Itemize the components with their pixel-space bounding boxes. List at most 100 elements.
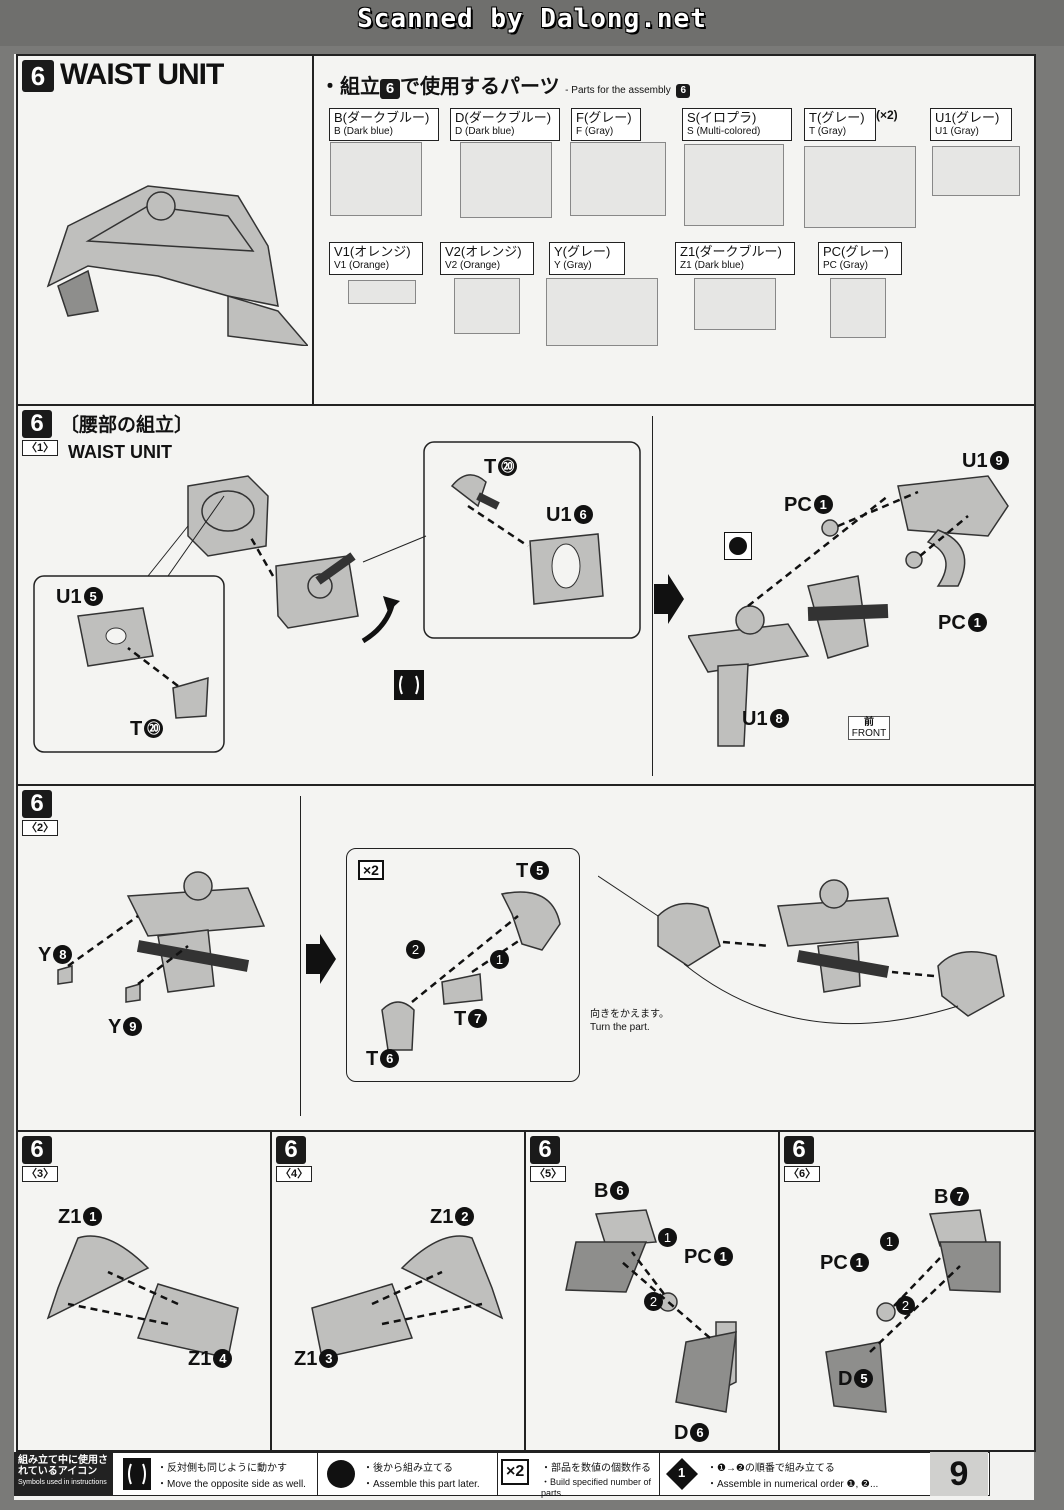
- part-label-Z1: Z1(ダークブルー)Z1 (Dark blue): [675, 242, 795, 275]
- step-2-diagram-left: [57, 871, 266, 1003]
- runner-V2: [454, 278, 520, 334]
- assemble-later-icon: [724, 532, 752, 560]
- step-1-number: 6: [22, 410, 52, 438]
- part-label-T: T(グレー)T (Gray): [804, 108, 876, 141]
- step-5-order-2: 2: [644, 1292, 663, 1311]
- step-2-sub: 〈2〉: [22, 820, 59, 836]
- step-3-sub: 〈3〉: [22, 1166, 59, 1182]
- assemble-later-legend-icon: [327, 1460, 355, 1488]
- step-2-subassembly-box: [346, 848, 580, 1082]
- move-opposite-icon: [394, 670, 424, 700]
- legend-move-opposite: ・反対側も同じように動かす ・Move the opposite side as…: [113, 1453, 318, 1495]
- step-3-diagram: [46, 1235, 239, 1359]
- order-legend-icon: [666, 1458, 698, 1490]
- part-label-V2: V2(オレンジ)V2 (Orange): [440, 242, 534, 275]
- step-4-sub: 〈4〉: [276, 1166, 313, 1182]
- step-5-sub: 〈5〉: [530, 1166, 567, 1182]
- step-2-transition-arrow: [306, 934, 336, 984]
- step-6-order-1: 1: [880, 1232, 899, 1251]
- order-2-marker: 2: [406, 940, 425, 959]
- legend-build-multiple: ×2 ・部品を数値の個数作る ・Build specified number o…: [497, 1453, 660, 1498]
- turn-part-note: 向きをかえます。Turn the part.: [590, 1009, 669, 1033]
- times-two-legend-icon: ×2: [501, 1459, 530, 1485]
- runner-Z1: [694, 278, 776, 330]
- runner-F: [570, 142, 666, 216]
- parts-heading-jp: ・組立: [320, 76, 380, 98]
- step-6-diagram: [825, 1209, 1001, 1413]
- header-left-panel: 6 WAIST UNIT: [18, 56, 314, 404]
- step-6-order-2: 2: [896, 1296, 915, 1315]
- step-5-diagram: [565, 1209, 737, 1413]
- legend-assemble-later: ・後から組み立てる ・Assemble this part later.: [317, 1453, 498, 1495]
- step-4-diagram: [311, 1235, 504, 1359]
- step-1-title-jp: 〔腰部の組立〕: [60, 415, 194, 436]
- symbol-legend: 組み立て中に使用されているアイコン Symbols used in instru…: [14, 1452, 990, 1498]
- parts-heading-jp2: で使用するパーツ: [400, 76, 560, 98]
- runner-S: [684, 144, 784, 226]
- runner-V1: [348, 280, 416, 304]
- step-6-sub: 〈6〉: [784, 1166, 821, 1182]
- header-title: WAIST UNIT: [60, 58, 224, 91]
- legend-title-cell: 組み立て中に使用されているアイコン Symbols used in instru…: [15, 1453, 113, 1495]
- runner-T: [804, 146, 916, 228]
- scan-banner-bar: [0, 0, 1064, 46]
- step-2-divider: [300, 796, 301, 1116]
- parts-heading-step: 6: [380, 79, 400, 99]
- part-label-V1: V1(オレンジ)V1 (Orange): [329, 242, 423, 275]
- step-1-divider: [652, 416, 653, 776]
- step-1-transition-arrow: [654, 574, 684, 624]
- legend-numerical-order: 1 ・❶→❷の順番で組み立てる ・Assemble in numerical o…: [659, 1453, 929, 1495]
- runner-Y: [546, 278, 658, 346]
- move-opposite-legend-icon: [123, 1458, 151, 1490]
- runner-PC: [830, 278, 886, 338]
- part-label-U1: U1(グレー)U1 (Gray): [930, 108, 1012, 141]
- step-1-sub: 〈1〉: [22, 440, 59, 456]
- step-2-subassembly-diagram: [381, 891, 561, 1051]
- step-1-title-en: WAIST UNIT: [68, 442, 172, 462]
- part-label-B: B(ダークブルー)B (Dark blue): [329, 108, 439, 141]
- part-label-F: F(グレー)F (Gray): [571, 108, 641, 141]
- step-1-diagram-left: [33, 441, 641, 753]
- waist-unit-illustration: [46, 185, 308, 346]
- part-label-PC: PC(グレー)PC (Gray): [818, 242, 902, 275]
- scan-banner: Scanned by Dalong.net: [357, 4, 707, 34]
- page-number: 9: [930, 1452, 988, 1496]
- step-5-order-1: 1: [658, 1228, 677, 1247]
- step-2-diagram-right: [598, 875, 1005, 1025]
- part-label-S: S(イロプラ)S (Multi-colored): [682, 108, 792, 141]
- step-5-number: 6: [530, 1136, 560, 1164]
- step-number: 6: [22, 60, 54, 92]
- times-two-badge: ×2: [358, 860, 384, 880]
- order-1-marker: 1: [490, 950, 509, 969]
- parts-heading-en: - Parts for the assembly: [565, 85, 671, 96]
- step-2-number: 6: [22, 790, 52, 818]
